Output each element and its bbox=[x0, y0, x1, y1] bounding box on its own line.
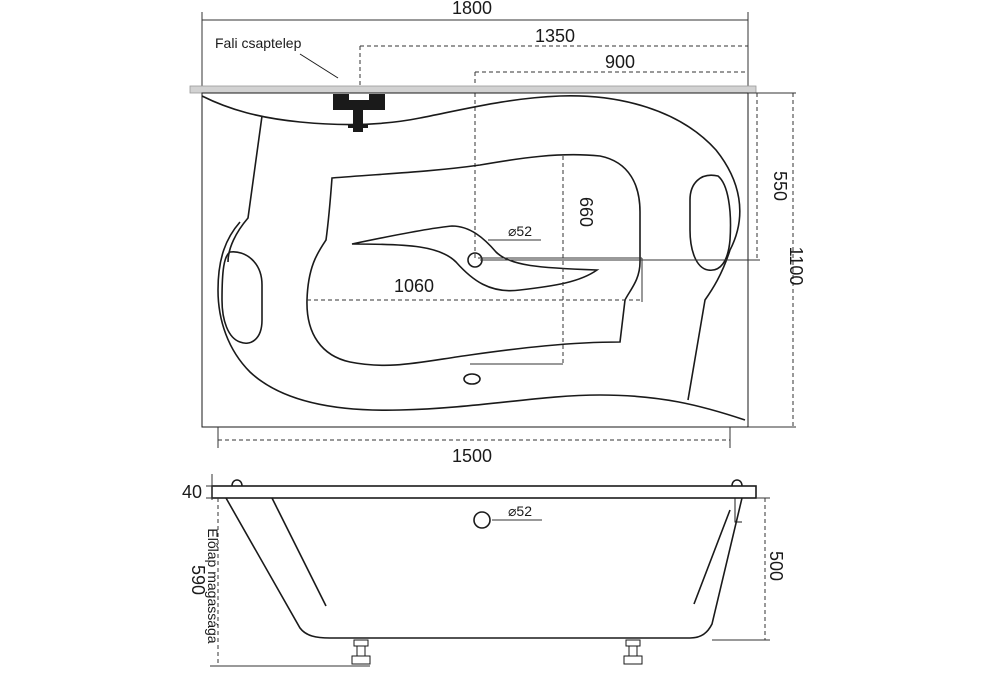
dim-40-label: 40 bbox=[182, 482, 202, 502]
dim-590: 590 Előlap magassága bbox=[188, 498, 370, 667]
rim-left-edge bbox=[227, 115, 263, 263]
inner-seat-curve bbox=[351, 225, 600, 292]
dim-550: 550 bbox=[480, 92, 796, 261]
dim-900-label: 900 bbox=[605, 52, 635, 72]
dim-1350-label: 1350 bbox=[535, 26, 575, 46]
dim-1350: 1350 bbox=[359, 26, 748, 90]
side-overflow-label: ⌀52 bbox=[508, 503, 532, 519]
dim-1500-label: 1500 bbox=[452, 446, 492, 466]
rim-right-edge bbox=[687, 249, 731, 401]
dim-1800: 1800 bbox=[201, 0, 749, 92]
side-view: ⌀52 40 590 Előlap magassága bbox=[182, 474, 786, 667]
rim-bottom-curve bbox=[217, 221, 746, 421]
dim-1060-label: 1060 bbox=[394, 276, 434, 296]
dim-1500: 1500 bbox=[217, 427, 731, 466]
dim-590-label: 590 bbox=[188, 565, 208, 595]
faucet-label: Fali csaptelep bbox=[215, 35, 302, 51]
rim-bump-left bbox=[231, 479, 243, 487]
left-leg-icon bbox=[351, 639, 371, 665]
dim-1060: 1060 bbox=[307, 257, 643, 302]
right-leg-icon bbox=[623, 639, 643, 665]
dim-550-label: 550 bbox=[770, 171, 790, 201]
drain-diameter-label: ⌀52 bbox=[508, 223, 532, 239]
side-right-flange bbox=[734, 498, 742, 523]
top-view: 1800 1350 900 Fali csaptelep bbox=[189, 0, 806, 466]
side-rim bbox=[211, 485, 757, 499]
dim-1100: 1100 bbox=[748, 93, 806, 428]
dim-500: 500 bbox=[712, 497, 786, 641]
faucet-icon bbox=[333, 94, 385, 132]
wall-strip bbox=[189, 85, 757, 94]
dim-660-label: 660 bbox=[576, 197, 596, 227]
side-tub-body bbox=[225, 497, 743, 639]
left-headrest bbox=[221, 251, 263, 344]
faucet-leader-line bbox=[299, 53, 339, 79]
side-inner-right bbox=[693, 509, 731, 605]
front-panel-label: Előlap magassága bbox=[205, 528, 221, 643]
side-overflow-icon bbox=[473, 511, 491, 529]
dim-660: 660 bbox=[470, 156, 596, 365]
overflow-icon bbox=[463, 373, 481, 385]
dim-1800-label: 1800 bbox=[452, 0, 492, 18]
side-inner-left bbox=[271, 497, 327, 607]
rim-bump-right bbox=[731, 479, 743, 487]
right-headrest bbox=[689, 174, 732, 271]
dim-500-label: 500 bbox=[766, 551, 786, 581]
dim-40: 40 bbox=[182, 474, 213, 502]
dim-1100-label: 1100 bbox=[786, 247, 806, 286]
rim-top-curve bbox=[201, 95, 741, 251]
